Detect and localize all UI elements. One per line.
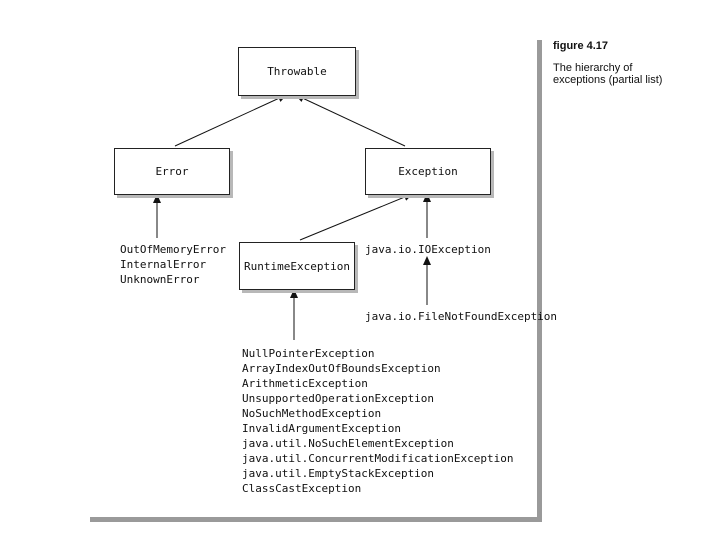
list-item: java.util.ConcurrentModificationExceptio… bbox=[242, 452, 514, 465]
list-item: OutOfMemoryError bbox=[120, 243, 226, 256]
list-item: ArrayIndexOutOfBoundsException bbox=[242, 362, 441, 375]
list-item: UnsupportedOperationException bbox=[242, 392, 435, 405]
node-exception-label: Exception bbox=[398, 165, 458, 178]
ioexception-label: java.io.IOException bbox=[365, 243, 491, 256]
page-frame-bottom bbox=[90, 517, 542, 522]
node-runtime-exception: RuntimeException bbox=[239, 242, 355, 290]
runtime-subclass-list: NullPointerException ArrayIndexOutOfBoun… bbox=[242, 346, 514, 496]
list-item: ArithmeticException bbox=[242, 377, 368, 390]
node-error-label: Error bbox=[155, 165, 189, 178]
node-error: Error bbox=[114, 148, 230, 195]
list-item: ClassCastException bbox=[242, 482, 362, 495]
node-throwable-label: Throwable bbox=[267, 65, 327, 78]
list-item: InvalidArgumentException bbox=[242, 422, 401, 435]
arrow-error-throwable bbox=[174, 94, 287, 147]
figure-number: figure 4.17 bbox=[553, 40, 609, 52]
figure-description: The hierarchy of exceptions (partial lis… bbox=[553, 62, 663, 86]
list-item: UnknownError bbox=[120, 273, 200, 286]
list-item: NullPointerException bbox=[242, 347, 375, 360]
list-item: InternalError bbox=[120, 258, 207, 271]
page-frame-right bbox=[537, 40, 542, 522]
list-item: java.util.NoSuchElementException bbox=[242, 437, 454, 450]
node-exception: Exception bbox=[365, 148, 491, 195]
figure-caption: figure 4.17 The hierarchy of exceptions … bbox=[553, 40, 668, 86]
node-throwable: Throwable bbox=[238, 47, 356, 96]
list-item: NoSuchMethodException bbox=[242, 407, 382, 420]
arrow-runtime-exception bbox=[299, 193, 413, 241]
error-subclass-list: OutOfMemoryError InternalError UnknownEr… bbox=[120, 242, 226, 287]
filenotfound-label: java.io.FileNotFoundException bbox=[365, 310, 558, 323]
arrow-exception-throwable bbox=[295, 94, 406, 147]
list-item: java.util.EmptyStackException bbox=[242, 467, 435, 480]
node-runtime-exception-label: RuntimeException bbox=[244, 259, 350, 273]
